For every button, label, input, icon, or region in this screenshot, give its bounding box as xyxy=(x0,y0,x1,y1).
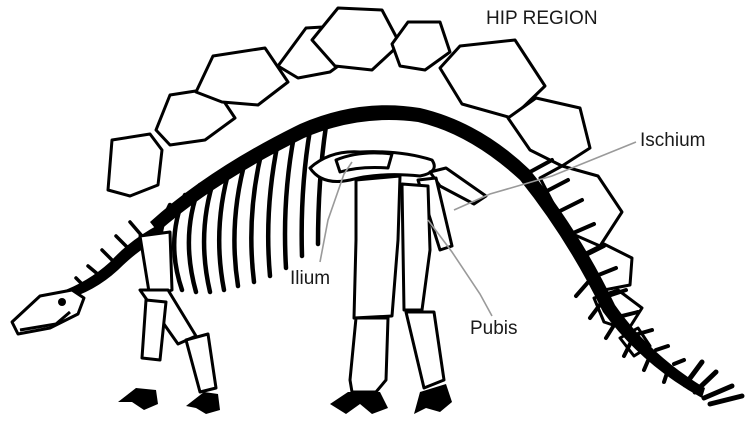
radius xyxy=(142,300,166,360)
dorsal-plate xyxy=(196,48,288,105)
label-ischium: Ischium xyxy=(640,130,705,151)
rib xyxy=(318,126,326,244)
hind-foot xyxy=(330,392,388,414)
dorsal-plate xyxy=(508,98,590,166)
femur-rear xyxy=(402,184,430,310)
ulna xyxy=(186,334,216,392)
dorsal-plate xyxy=(108,134,162,196)
dorsal-plate xyxy=(392,22,450,70)
label-pubis: Pubis xyxy=(470,318,518,339)
diagram-title: HIP REGION xyxy=(486,8,598,29)
tibia-rear xyxy=(406,312,444,388)
rib xyxy=(302,130,310,256)
humerus xyxy=(140,232,172,298)
fore-foot-rear xyxy=(186,392,220,414)
rib xyxy=(234,158,246,286)
femur xyxy=(354,176,400,318)
rib xyxy=(219,167,230,290)
rib xyxy=(251,150,262,282)
label-ilium: Ilium xyxy=(290,268,330,289)
tibia xyxy=(350,318,388,392)
hind-foot-rear xyxy=(414,384,452,414)
rib xyxy=(285,136,294,268)
rib xyxy=(268,142,278,276)
skull xyxy=(12,290,84,334)
ilium-blade xyxy=(336,153,392,172)
fore-foot xyxy=(118,388,158,410)
